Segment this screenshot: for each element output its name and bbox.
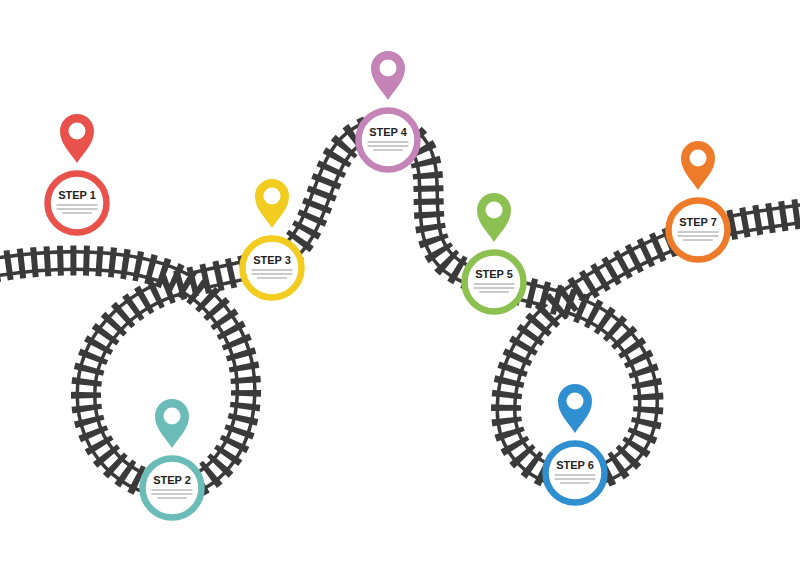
step-circle: STEP 7 [665, 197, 731, 263]
step-label: STEP 5 [461, 267, 527, 281]
step-ring [355, 107, 421, 173]
step-ring [139, 455, 205, 521]
step-ring [44, 170, 110, 236]
step-label: STEP 7 [665, 215, 731, 229]
step-circle: STEP 2 [139, 455, 205, 521]
step-circle: STEP 1 [44, 170, 110, 236]
map-pin [477, 193, 511, 242]
step-circle: STEP 5 [461, 249, 527, 315]
step-label: STEP 2 [139, 473, 205, 487]
step-label: STEP 3 [239, 253, 305, 267]
map-pin [558, 384, 592, 433]
step-label: STEP 6 [542, 458, 608, 472]
step-ring [542, 440, 608, 506]
step-circle: STEP 6 [542, 440, 608, 506]
step-circle: STEP 3 [239, 235, 305, 301]
step-label: STEP 1 [44, 188, 110, 202]
step-ring [239, 235, 305, 301]
map-pin [60, 114, 94, 163]
step-ring [665, 197, 731, 263]
map-pin [155, 399, 189, 448]
track-rails [0, 128, 800, 488]
step-label: STEP 4 [355, 125, 421, 139]
track-ties [0, 128, 800, 488]
step-ring [461, 249, 527, 315]
map-pin [371, 51, 405, 100]
map-pin [255, 179, 289, 228]
map-pin [681, 141, 715, 190]
step-circle: STEP 4 [355, 107, 421, 173]
